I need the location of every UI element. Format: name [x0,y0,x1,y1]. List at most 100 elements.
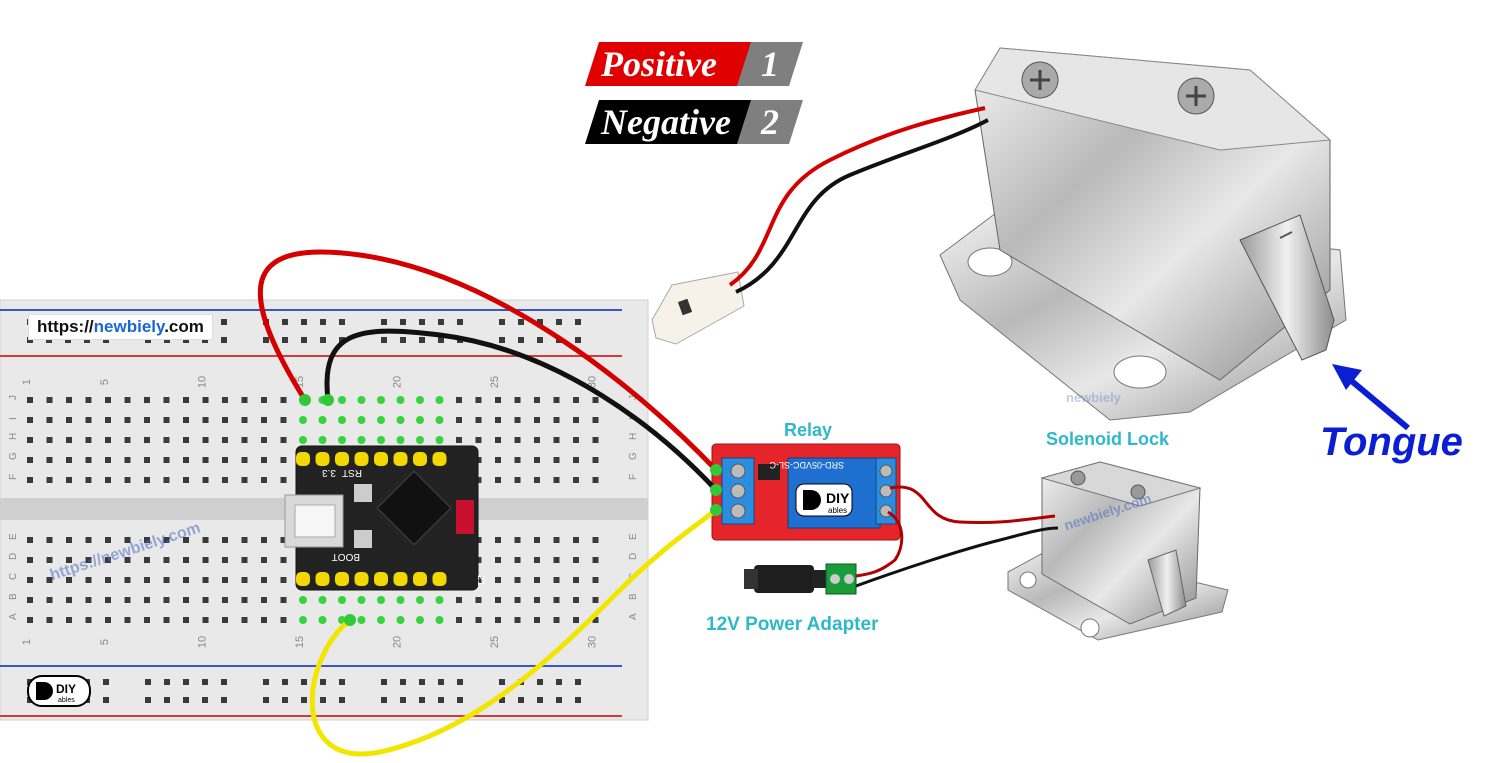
breadboard-hole [261,417,267,423]
breadboard-hole [553,397,560,403]
breadboard-hole [66,417,72,423]
row-letter: E [628,533,639,540]
breadboard-hole [573,437,579,443]
rail-hole [400,679,406,685]
breadboard-hole [261,597,267,603]
small-solenoid-lock [1007,461,1229,641]
breadboard-hole [105,457,111,463]
breadboard-hole [124,477,131,483]
active-hole [435,596,444,604]
breadboard-hole [66,477,72,483]
active-hole [299,616,307,624]
rail-hole [320,697,326,703]
rail-hole [164,679,170,685]
breadboard-hole [592,417,599,423]
breadboard-hole [456,397,462,403]
breadboard-hole [105,617,111,623]
active-hole [318,416,327,424]
row-letter: A [628,613,639,620]
rail-hole [381,697,387,703]
breadboard-hole [573,477,579,483]
breadboard-hole [27,417,33,423]
active-hole [338,416,346,424]
active-hole [435,616,444,624]
breadboard-hole [280,617,287,623]
relay-logo-icon [803,490,821,510]
breadboard-hole [495,617,501,623]
rail-hole [263,337,269,343]
rail-hole [301,337,307,343]
active-hole [416,396,424,404]
breadboard-hole [280,557,287,563]
breadboard-hole [222,577,228,583]
active-hole [396,436,405,444]
column-number: 25 [489,376,501,388]
breadboard-hole [85,477,92,483]
active-hole [377,416,385,424]
row-letter: I [8,417,19,420]
breadboard-hole [495,417,501,423]
breadboard-hole [241,597,248,603]
breadboard-hole [46,457,53,463]
breadboard-hole [124,577,131,583]
active-hole [338,436,346,444]
active-hole [377,436,385,444]
breadboard-hole [573,537,579,543]
rail-hole [457,319,463,325]
board-pin [296,572,310,586]
breadboard-hole [534,477,540,483]
breadboard-hole [27,437,33,443]
active-hole [377,396,385,404]
breadboard-hole [592,617,599,623]
active-hole [377,596,385,604]
rail-hole [339,697,345,703]
active-hole [435,416,444,424]
breadboard-hole [261,557,267,563]
pin-label-boot: BOOT [332,551,360,562]
breadboard-hole [105,557,111,563]
active-hole [396,616,405,624]
breadboard-hole [163,577,170,583]
pin-label-3v3: 3.3 [322,467,336,478]
column-number: 25 [489,636,501,648]
breadboard-hole [553,457,560,463]
breadboard-hole [261,457,267,463]
rail-hole [221,337,227,343]
legend-negative-label: Negative [585,100,753,144]
big-lock-watermark: newbiely [1066,390,1121,405]
breadboard-hole [46,417,53,423]
logo-text: DIY [56,682,76,696]
breadboard-hole [202,597,209,603]
relay-logo-text: DIY [826,490,850,506]
rail-hole [499,697,505,703]
breadboard-hole [592,477,599,483]
pin-label-rst: RST [342,467,362,478]
rail-hole [301,679,307,685]
board-pins [296,452,447,586]
breadboard-hole [592,597,599,603]
rail-hole [46,337,52,343]
breadboard-hole [241,397,248,403]
breadboard-hole [183,597,189,603]
breadboard-hole [144,417,150,423]
rail-hole [164,337,170,343]
breadboard-hole [222,477,228,483]
column-number: 30 [587,636,599,648]
row-letter: G [8,452,19,460]
active-hole [357,596,366,604]
breadboard-hole [105,477,111,483]
breadboard-hole [475,437,482,443]
power-adapter-label: 12V Power Adapter [706,614,879,635]
diyables-logo: DIY ables [27,675,91,707]
breadboard-hole [261,617,267,623]
breadboard-hole [592,437,599,443]
breadboard-hole [124,417,131,423]
rail-hole [537,679,543,685]
breadboard-hole [105,397,111,403]
breadboard-hole [573,557,579,563]
rail-hole [575,679,581,685]
breadboard-hole [66,437,72,443]
board-pin [374,452,388,466]
breadboard-hole [592,557,599,563]
